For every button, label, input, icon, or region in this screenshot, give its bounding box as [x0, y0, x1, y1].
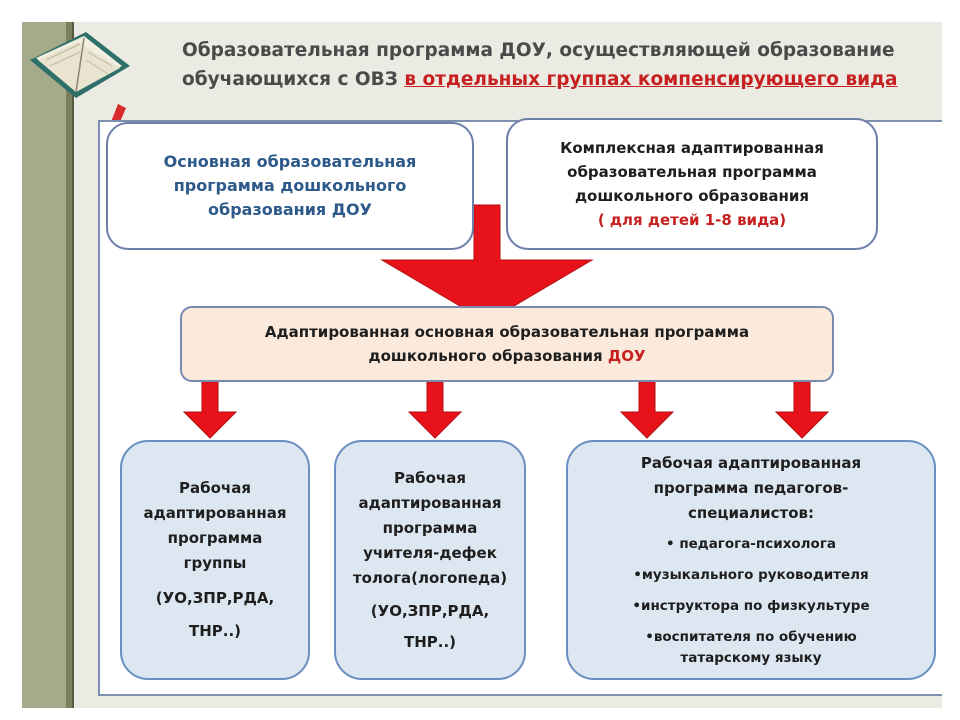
- box-basic-line-2: программа дошкольного: [173, 176, 407, 195]
- box-adapted-line-2-prefix: дошкольного образования: [368, 347, 603, 365]
- box-basic-line-1: Основная образовательная: [163, 152, 417, 171]
- box-adapted-line-1: Адаптированная основная образовательная …: [264, 323, 750, 341]
- box-adapted-line-2-red: ДОУ: [607, 347, 646, 365]
- title-line-2-prefix: обучающихся с ОВЗ: [182, 69, 398, 90]
- box-speech-line-2: адаптированная: [358, 493, 502, 512]
- box-specialists-header-1: Рабочая адаптированная: [640, 454, 862, 472]
- box-specialists-header-2: программа педагогов-: [653, 479, 849, 497]
- box-speech-line-4: учителя-дефек: [363, 543, 497, 562]
- specialist-item-tatar: •воспитателя по обучению: [645, 629, 857, 645]
- box-group-program: Рабочая адаптированная программа группы …: [120, 440, 310, 680]
- box-complex-line-1: Комплексная адаптированная: [560, 139, 824, 157]
- arrow-3: [619, 381, 675, 439]
- box-complex-program: Комплексная адаптированная образовательн…: [506, 118, 878, 250]
- box-basic-program: Основная образовательная программа дошко…: [106, 122, 474, 250]
- box-complex-line-3: дошкольного образования: [574, 187, 810, 205]
- arrow-2: [407, 381, 463, 439]
- box-speech-line-1: Рабочая: [394, 468, 466, 487]
- box-specialists-program: Рабочая адаптированная программа педагог…: [566, 440, 936, 680]
- box-speech-line-5: толога(логопеда): [352, 568, 508, 587]
- box-complex-line-2: образовательная программа: [567, 163, 817, 181]
- specialist-item-music: •музыкального руководителя: [633, 567, 869, 583]
- arrows-layer: [182, 204, 830, 439]
- box-basic-line-3: образования ДОУ: [208, 200, 372, 219]
- arrow-4: [774, 381, 830, 439]
- left-bar-shadow: [66, 22, 72, 708]
- box-group-line-3: программа: [167, 529, 263, 547]
- left-decorative-bar: [22, 22, 74, 708]
- box-speech-line-3: программа: [382, 518, 478, 537]
- specialist-item-tatar-cont: татарскому языку: [680, 650, 822, 666]
- specialist-item-physical: •инструктора по физкультуре: [632, 598, 870, 614]
- left-bar-line: [72, 22, 74, 708]
- box-adapted-line-2: дошкольного образования ДОУ: [368, 344, 645, 368]
- title-line-1: Образовательная программа ДОУ, осуществл…: [182, 40, 895, 61]
- box-complex-red-line: ( для детей 1-8 вида): [597, 211, 787, 229]
- title-line-2-red: в отдельных группах компенсирующего вида: [404, 69, 898, 90]
- big-down-arrow: [380, 204, 594, 323]
- box-group-line-4: группы: [183, 554, 247, 572]
- box-group-line-2: адаптированная: [143, 504, 287, 522]
- box-group-tail-2: ТНР..): [188, 622, 242, 640]
- arrow-1: [182, 381, 238, 439]
- box-adapted-program: Адаптированная основная образовательная …: [180, 306, 834, 382]
- box-speech-tail-1: (УО,ЗПР,РДА,: [370, 601, 490, 620]
- box-speech-tail-2: ТНР..): [403, 632, 457, 651]
- box-speech-therapist-program: Рабочая адаптированная программа учителя…: [334, 440, 526, 680]
- specialist-item-psychologist: • педагога-психолога: [665, 536, 836, 552]
- slide-title: Образовательная программа ДОУ, осуществл…: [182, 36, 942, 94]
- slide: Образовательная программа ДОУ, осуществл…: [22, 22, 942, 708]
- box-group-tail-1: (УО,ЗПР,РДА,: [155, 589, 275, 607]
- box-specialists-header-3: специалистов:: [687, 504, 815, 522]
- box-group-line-1: Рабочая: [179, 479, 251, 497]
